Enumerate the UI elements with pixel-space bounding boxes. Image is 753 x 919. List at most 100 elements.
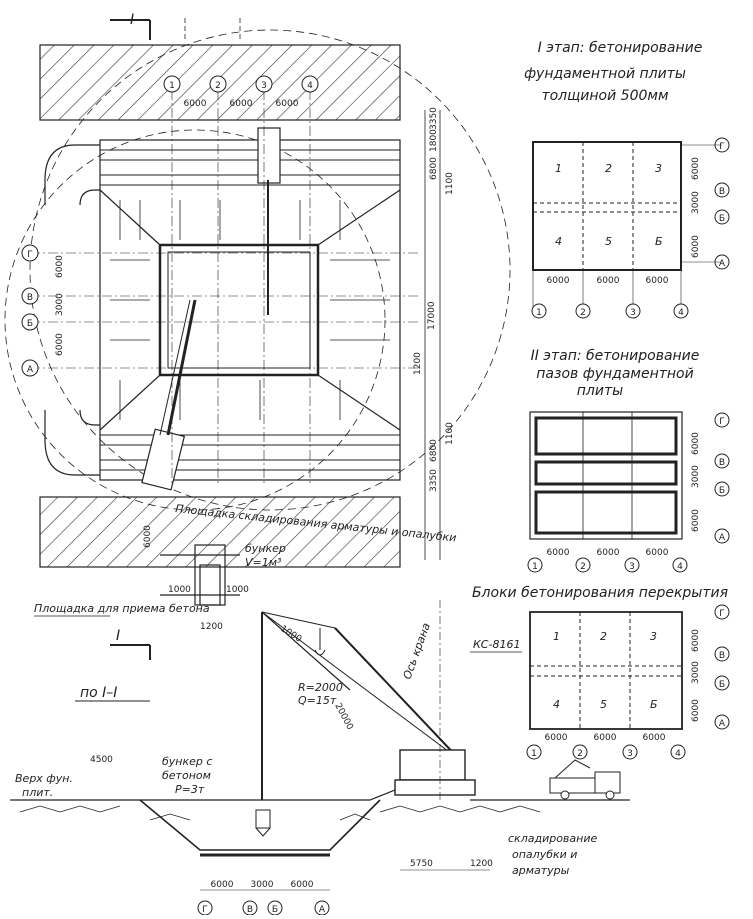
svg-text:2: 2 <box>577 749 583 759</box>
svg-text:6000: 6000 <box>597 548 620 558</box>
bunker-volume: V=1м³ <box>245 556 282 569</box>
svg-text:6000: 6000 <box>643 733 666 743</box>
svg-text:А: А <box>319 905 326 915</box>
crane-bottom-body <box>141 428 186 491</box>
stage2-grid <box>529 411 683 540</box>
section-title: по I–I <box>80 685 117 701</box>
axis-bubble: 4 <box>301 75 319 93</box>
svg-text:6000: 6000 <box>211 880 234 890</box>
svg-text:6000: 6000 <box>184 99 207 109</box>
axis-bubble: 2 <box>209 75 227 93</box>
svg-text:1: 1 <box>555 162 562 175</box>
svg-text:Б: Б <box>655 235 663 248</box>
stage1-axes: 1 2 3 4 Г В Б А <box>531 137 730 319</box>
svg-text:6000: 6000 <box>55 255 65 278</box>
axis-grid-lines <box>30 90 420 485</box>
svg-text:6000: 6000 <box>646 548 669 558</box>
excavation-outline <box>99 139 401 481</box>
plan-dims-top: 6000 6000 6000 <box>184 99 299 109</box>
section-labels: 1000 R=2000 Q=15т 20000 Ось крана КС-816… <box>15 621 597 877</box>
svg-text:2: 2 <box>600 630 607 643</box>
svg-text:5750: 5750 <box>410 859 433 869</box>
stage3-axes: 1 2 3 4 Г В Б А <box>526 604 730 760</box>
foundation-slab <box>158 243 320 377</box>
svg-text:P=3т: P=3т <box>175 783 205 796</box>
svg-text:6000: 6000 <box>547 276 570 286</box>
svg-text:3: 3 <box>650 630 657 643</box>
svg-text:В: В <box>719 187 725 197</box>
section-marker: I <box>116 628 120 644</box>
stage3-blocks: 1 2 3 4 5 Б <box>553 630 658 711</box>
svg-text:6000: 6000 <box>691 699 701 722</box>
svg-text:2: 2 <box>215 81 221 91</box>
svg-text:2: 2 <box>605 162 612 175</box>
svg-text:6000: 6000 <box>691 629 701 652</box>
svg-text:3: 3 <box>630 308 636 318</box>
svg-text:1: 1 <box>553 630 560 643</box>
crane-model: КС-8161 <box>473 638 520 651</box>
svg-text:1: 1 <box>531 749 537 759</box>
svg-text:арматуры: арматуры <box>512 864 570 877</box>
svg-text:6000: 6000 <box>597 276 620 286</box>
axis-bubble: 1 <box>163 75 181 93</box>
bunker-label: бункер <box>245 542 286 555</box>
svg-text:4: 4 <box>675 749 681 759</box>
svg-text:20000: 20000 <box>332 702 354 732</box>
svg-text:Б: Б <box>719 486 725 496</box>
svg-text:В: В <box>247 905 253 915</box>
svg-text:1: 1 <box>536 308 542 318</box>
section-ground <box>10 789 630 857</box>
svg-text:опалубки и: опалубки и <box>512 848 577 861</box>
svg-text:6000: 6000 <box>691 509 701 532</box>
stage3-grid <box>529 611 683 730</box>
stage2-title: II этап: бетонирование пазов фундаментно… <box>531 348 700 399</box>
svg-text:6800: 6800 <box>429 157 439 180</box>
svg-text:А: А <box>719 719 726 729</box>
svg-text:В: В <box>719 651 725 661</box>
svg-text:4: 4 <box>307 81 313 91</box>
svg-text:А: А <box>27 365 34 375</box>
svg-text:4500: 4500 <box>90 755 113 765</box>
svg-text:Б: Б <box>650 698 658 711</box>
svg-text:3000: 3000 <box>691 191 701 214</box>
svg-text:1000: 1000 <box>226 585 249 595</box>
svg-text:Г: Г <box>202 905 208 915</box>
svg-text:I этап: бетонирование: I этап: бетонирование <box>538 40 703 56</box>
svg-text:1000: 1000 <box>168 585 191 595</box>
svg-text:6000: 6000 <box>594 733 617 743</box>
svg-text:Q=15т: Q=15т <box>298 694 337 707</box>
svg-text:5: 5 <box>600 698 607 711</box>
svg-text:складирование: складирование <box>508 832 597 845</box>
crane-reach-circle <box>29 29 511 511</box>
svg-text:1200: 1200 <box>470 859 493 869</box>
crane-top <box>257 127 281 184</box>
svg-text:1: 1 <box>532 562 538 572</box>
svg-text:фундаментной плиты: фундаментной плиты <box>524 66 686 82</box>
svg-text:Б: Б <box>272 905 278 915</box>
crane-track-bottom <box>100 434 400 471</box>
stage1-dims: 6000 6000 6000 6000 3000 6000 <box>547 157 701 286</box>
crane-section <box>255 600 476 837</box>
svg-text:Б: Б <box>27 319 33 329</box>
svg-text:3000: 3000 <box>251 880 274 890</box>
svg-text:4: 4 <box>678 308 684 318</box>
svg-text:пазов фундаментной: пазов фундаментной <box>536 366 693 382</box>
reception-label: Площадка для приема бетона <box>34 602 210 615</box>
svg-text:6000: 6000 <box>545 733 568 743</box>
svg-text:3: 3 <box>261 81 267 91</box>
svg-text:1200: 1200 <box>413 352 423 375</box>
svg-text:бетоном: бетоном <box>162 769 211 782</box>
svg-text:4: 4 <box>555 235 562 248</box>
stage3-dims: 6000 6000 6000 6000 3000 6000 <box>545 629 701 743</box>
svg-text:Г: Г <box>719 417 725 427</box>
svg-text:6000: 6000 <box>230 99 253 109</box>
svg-text:толщиной 500мм: толщиной 500мм <box>541 88 669 104</box>
stage1-blocks: 1 2 3 4 5 Б <box>555 162 663 248</box>
svg-text:В: В <box>719 458 725 468</box>
svg-text:1100: 1100 <box>445 172 455 195</box>
svg-text:6000: 6000 <box>143 525 153 548</box>
stage1-grid <box>532 141 682 310</box>
svg-text:6000: 6000 <box>55 333 65 356</box>
